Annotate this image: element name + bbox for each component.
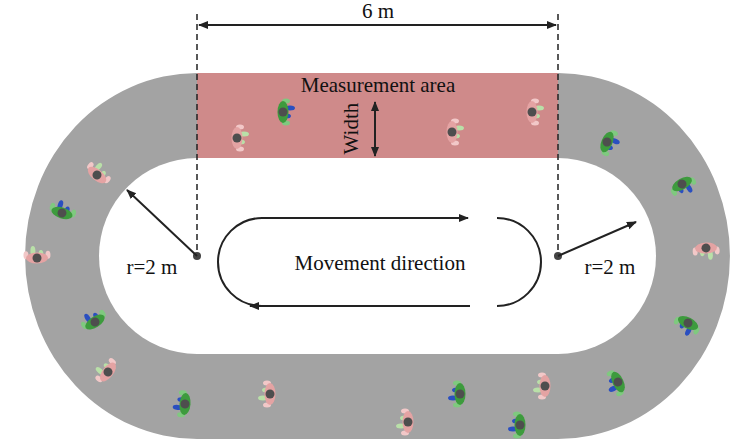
direction-label: Movement direction — [295, 252, 466, 275]
pedestrians — [23, 99, 720, 439]
direction-arrow — [250, 305, 470, 307]
pedestrian — [83, 157, 115, 188]
pedestrian — [448, 381, 466, 408]
pedestrian — [601, 367, 628, 399]
pedestrian — [447, 119, 465, 146]
pedestrian — [232, 125, 250, 152]
pedestrian — [77, 305, 109, 334]
pedestrian — [527, 99, 545, 126]
radius-arrow — [558, 222, 636, 256]
direction-arrow — [218, 218, 468, 306]
inner-area — [99, 158, 656, 354]
pedestrian — [278, 99, 296, 126]
radius-label: r=2 m — [585, 256, 636, 279]
pedestrian — [508, 412, 526, 439]
radius-arrow — [127, 190, 197, 256]
width-label: Width — [340, 103, 363, 155]
pedestrian — [533, 373, 551, 400]
dimension-label: 6 m — [362, 0, 394, 23]
dashed-boundary — [557, 14, 559, 256]
pedestrian — [172, 390, 192, 418]
radius-label: r=2 m — [127, 256, 178, 279]
dashed-boundary — [196, 14, 198, 256]
dimension-arrow — [199, 24, 556, 26]
pedestrian — [671, 312, 703, 340]
pedestrian — [47, 197, 78, 222]
pedestrian — [668, 172, 700, 201]
direction-hook — [497, 218, 541, 306]
pedestrian — [90, 354, 120, 386]
track-surface — [25, 73, 730, 439]
pedestrian — [692, 242, 720, 261]
pedestrian — [396, 409, 414, 436]
measurement-area: Measurement areaWidth — [197, 73, 558, 158]
pedestrian — [23, 246, 50, 264]
width-arrow — [374, 102, 376, 156]
area-title: Measurement area — [301, 74, 456, 97]
pedestrian — [597, 127, 624, 159]
pedestrian — [258, 381, 276, 408]
